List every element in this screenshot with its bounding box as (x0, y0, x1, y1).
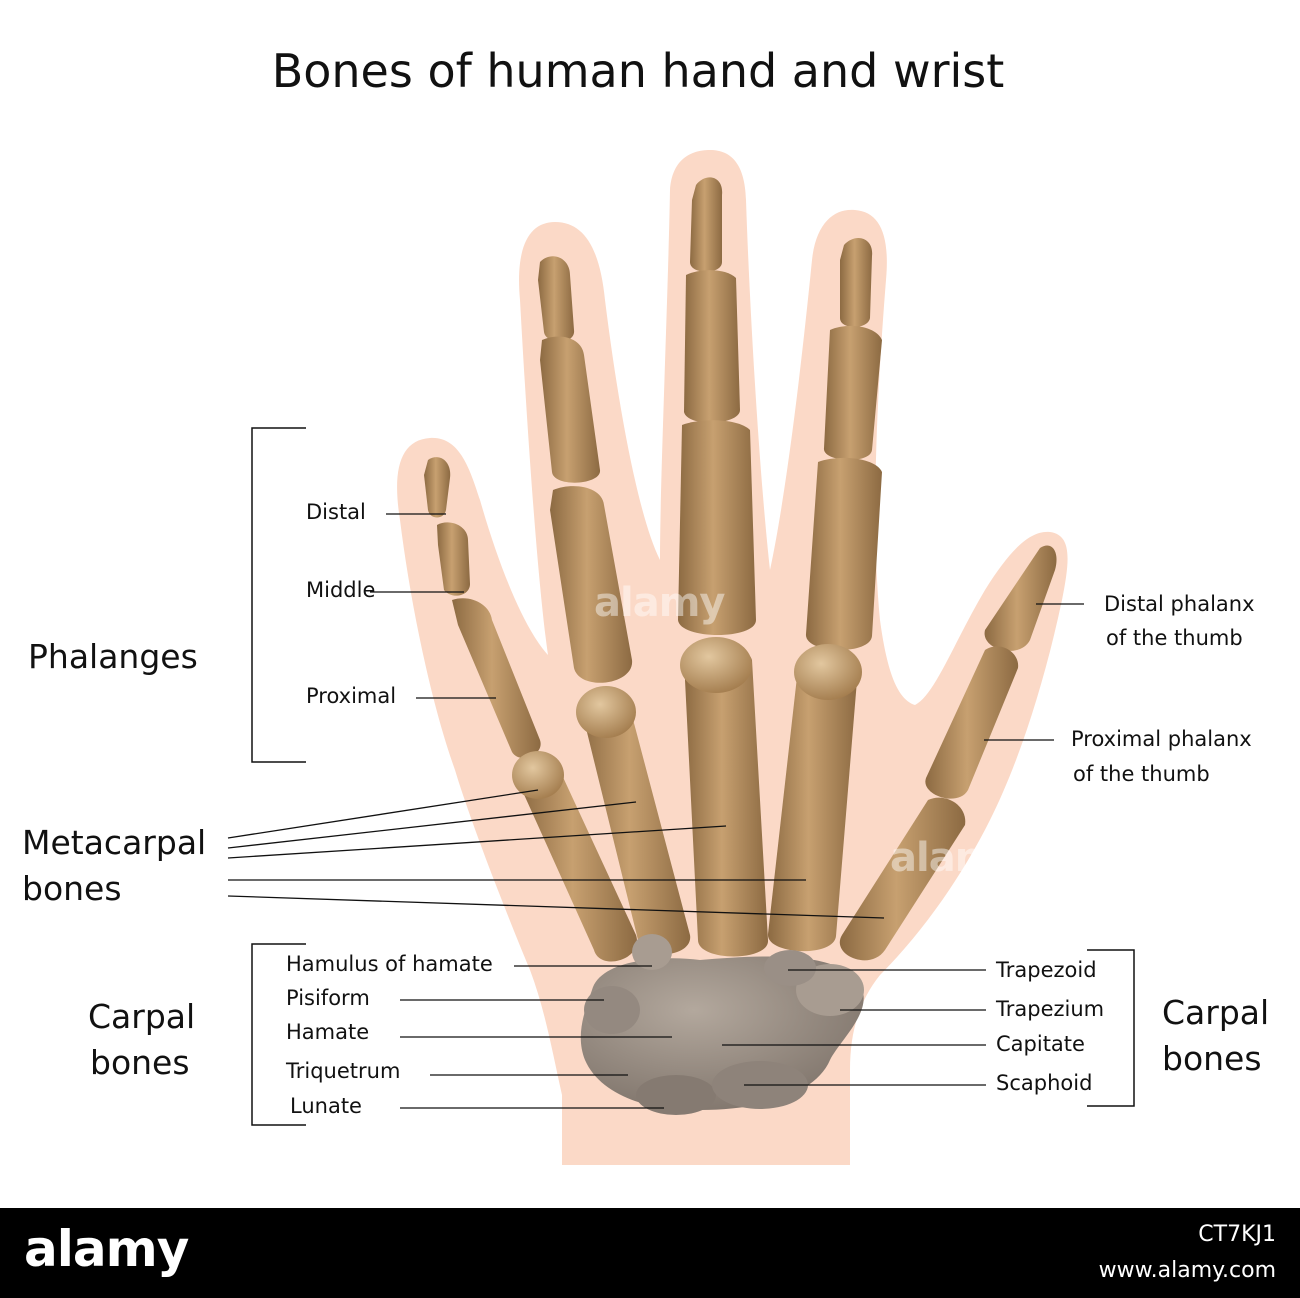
hamulus-label: Hamulus of hamate (286, 952, 493, 976)
alamy-logo: alamy (24, 1220, 189, 1278)
thumb-proximal-label-line1: Proximal phalanx (1071, 727, 1252, 751)
phalanges-bracket (251, 427, 306, 763)
site-url: www.alamy.com (1098, 1258, 1276, 1283)
leader-lines (227, 513, 1084, 1109)
triquetrum-label: Triquetrum (286, 1059, 401, 1083)
carpal-left-label-line2: bones (90, 1043, 190, 1082)
thumb-bones (839, 545, 1057, 961)
trapezium-label: Trapezium (996, 997, 1105, 1021)
image-id: CT7KJ1 (1198, 1222, 1276, 1247)
carpal-right-bracket (1087, 949, 1135, 1107)
ring-finger-bones (538, 256, 633, 683)
phalanges-label: Phalanges (28, 637, 198, 676)
hamate-label: Hamate (286, 1020, 370, 1044)
little-finger-bones (424, 457, 541, 759)
index-finger-bones (805, 238, 882, 651)
thumb-proximal-label-line2: of the thumb (1073, 762, 1210, 786)
pisiform-label: Pisiform (286, 986, 370, 1010)
metacarpal-label-line1: Metacarpal (22, 823, 207, 862)
metacarpal-bones (512, 637, 862, 962)
stock-footer: alamy CT7KJ1 www.alamy.com (0, 1208, 1300, 1298)
scaphoid-label: Scaphoid (996, 1071, 1093, 1095)
distal-label: Distal (306, 500, 366, 524)
lunate-label: Lunate (290, 1094, 362, 1118)
thumb-distal-label-line1: Distal phalanx (1104, 592, 1255, 616)
diagram-title: Bones of human hand and wrist (271, 44, 1005, 98)
metacarpal-label-line2: bones (22, 869, 122, 908)
proximal-label: Proximal (306, 684, 397, 708)
carpal-right-label-line1: Carpal (1162, 993, 1270, 1032)
thumb-distal-label-line2: of the thumb (1106, 626, 1243, 650)
trapezoid-label: Trapezoid (996, 958, 1097, 982)
carpal-left-bracket (251, 943, 306, 1126)
carpal-right-label-line2: bones (1162, 1039, 1262, 1078)
middle-label: Middle (306, 578, 376, 602)
watermark: alamy (594, 580, 725, 626)
watermark: alamy (890, 835, 1021, 881)
middle-finger-bones (678, 177, 756, 635)
capitate-label: Capitate (996, 1032, 1085, 1056)
carpal-bones (580, 934, 864, 1115)
carpal-left-label-line1: Carpal (88, 997, 196, 1036)
